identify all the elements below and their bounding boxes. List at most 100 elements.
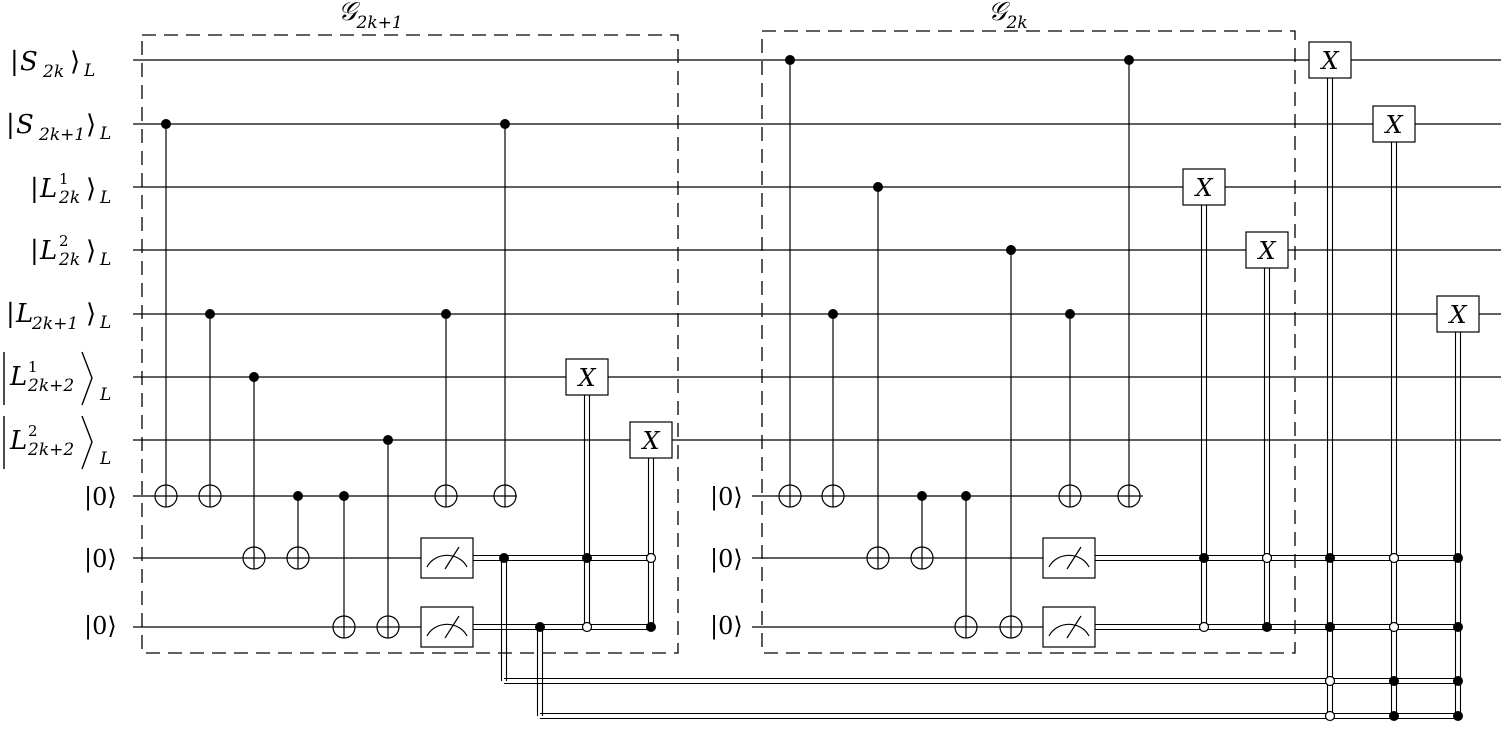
wire-label-L2k2-2: L 2 2k+2 L <box>3 415 111 470</box>
control-dot <box>917 491 927 501</box>
meter-needle <box>444 546 460 570</box>
svg-text:L: L <box>9 426 27 456</box>
svg-text:L: L <box>39 174 57 204</box>
control-dot <box>1389 711 1399 721</box>
meter-arc <box>426 623 468 637</box>
svg-text:⟩: ⟩ <box>86 174 96 204</box>
svg-text:2k: 2k <box>58 250 80 270</box>
svg-text:|: | <box>6 110 15 140</box>
control-dot <box>1325 622 1335 632</box>
group-box-right <box>761 30 1296 654</box>
wire-label-L2k-2: | L 2 2k ⟩ L <box>30 232 111 270</box>
control-dot <box>961 491 971 501</box>
measurement-box <box>420 606 474 648</box>
svg-text:2k: 2k <box>42 62 64 82</box>
x-gate <box>1308 41 1352 79</box>
measurement-box <box>1042 537 1096 579</box>
control-dot <box>828 309 838 319</box>
control-dot <box>1124 55 1134 65</box>
meter-needle <box>1066 615 1082 639</box>
control-dot <box>500 119 510 129</box>
svg-text:2k+1: 2k+1 <box>31 314 78 334</box>
control-dot <box>1325 553 1335 563</box>
x-gate <box>565 358 609 396</box>
open-control-dot <box>1324 710 1336 722</box>
control-dot <box>1065 309 1075 319</box>
meter-needle <box>1066 546 1082 570</box>
control-dot <box>582 553 592 563</box>
x-gate <box>1182 168 1226 206</box>
svg-text:⟩: ⟩ <box>70 47 80 77</box>
svg-text:|: | <box>10 47 19 77</box>
svg-text:L: L <box>39 236 57 266</box>
svg-text:S: S <box>16 110 34 140</box>
svg-text:⟩: ⟩ <box>86 236 96 266</box>
control-dot <box>1453 711 1463 721</box>
svg-text:|: | <box>6 299 15 329</box>
control-dot <box>873 182 883 192</box>
quantum-wires <box>133 59 1501 628</box>
control-dot <box>249 372 259 382</box>
svg-text:|: | <box>30 236 39 266</box>
open-control-dot <box>1388 621 1400 633</box>
svg-text:L: L <box>9 362 27 392</box>
svg-text:L: L <box>99 250 111 270</box>
gates: X X X X X X X <box>154 41 1480 722</box>
x-gate <box>629 421 673 459</box>
control-dot <box>1453 676 1463 686</box>
ancilla-label-left-2: |0⟩ <box>84 545 117 574</box>
meter-arc <box>1048 623 1090 637</box>
svg-text:⟩: ⟩ <box>86 110 96 140</box>
control-dot <box>535 622 545 632</box>
svg-text:L: L <box>99 124 111 144</box>
x-gate-label: X <box>640 427 660 455</box>
control-dot <box>339 491 349 501</box>
meter-arc <box>426 554 468 568</box>
control-dot <box>293 491 303 501</box>
x-gate-label: X <box>576 364 596 392</box>
control-dot <box>161 119 171 129</box>
svg-text:L: L <box>99 385 111 405</box>
svg-text:L: L <box>99 188 111 208</box>
svg-text:S: S <box>20 47 38 77</box>
x-gate <box>1372 105 1416 143</box>
ancilla-label-right-2: |0⟩ <box>710 545 743 574</box>
control-dot <box>441 309 451 319</box>
svg-text:2k+2: 2k+2 <box>27 376 74 396</box>
svg-text:L: L <box>83 61 95 81</box>
control-dot <box>1453 553 1463 563</box>
measurement-box <box>420 537 474 579</box>
group-title-right: 𝒢2k <box>988 0 1028 33</box>
x-gate-label: X <box>1447 301 1467 329</box>
ancilla-label-right-3: |0⟩ <box>710 612 743 641</box>
x-gate-label: X <box>1193 174 1213 202</box>
control-dot <box>1453 622 1463 632</box>
x-gate-label: X <box>1319 47 1339 75</box>
svg-text:L: L <box>99 449 111 469</box>
wire-label-L2k2-1: L 1 2k+2 L <box>3 351 111 406</box>
svg-text:L: L <box>99 313 111 333</box>
wire-label-S2k1: | S 2k+1 ⟩ L <box>6 110 111 145</box>
group-title-left: 𝒢2k+1 <box>338 0 403 33</box>
svg-text:2: 2 <box>59 232 69 250</box>
x-gate-label: X <box>1383 111 1403 139</box>
x-gate-label: X <box>1256 237 1276 265</box>
svg-text:1: 1 <box>28 358 38 376</box>
svg-text:2k+2: 2k+2 <box>27 440 74 460</box>
open-control-dot <box>645 552 657 564</box>
control-dot <box>383 435 393 445</box>
open-control-dot <box>1198 621 1210 633</box>
meter-needle <box>444 615 460 639</box>
x-gate <box>1436 295 1480 333</box>
svg-text:2k: 2k <box>58 188 80 208</box>
wire-label-L2k-1: | L 1 2k ⟩ L <box>30 170 111 208</box>
wire-label-S2k: | S 2k ⟩ L <box>10 47 95 82</box>
svg-text:|: | <box>30 174 39 204</box>
control-dot <box>1199 553 1209 563</box>
control-dot <box>205 309 215 319</box>
ancilla-label-left-3: |0⟩ <box>84 612 117 641</box>
control-dot <box>646 622 656 632</box>
ancilla-label-right-1: |0⟩ <box>710 483 743 512</box>
